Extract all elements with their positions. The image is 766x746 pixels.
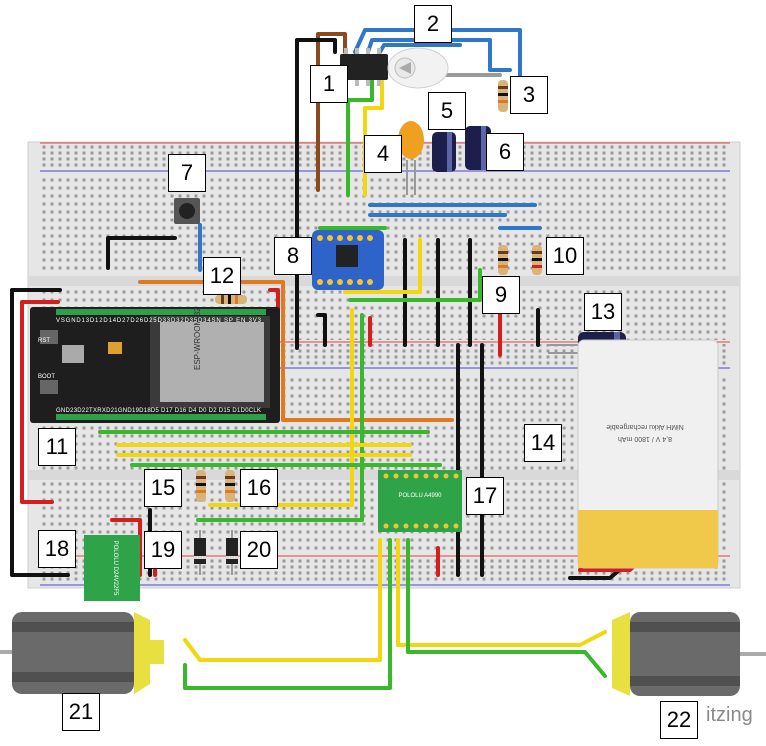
wire-green	[406, 538, 607, 678]
callout-6: 6	[486, 133, 524, 171]
wire-yellow	[183, 538, 382, 662]
wire-green	[348, 268, 482, 302]
battery-label-line1: NiMH Akku rechargeable	[606, 423, 684, 430]
wire-yellow	[396, 538, 607, 647]
capacitor-component-5	[432, 132, 456, 172]
resistor-component-10	[532, 245, 542, 275]
wire-black	[316, 313, 327, 347]
motor-driver-label: POLOLU A4990	[398, 493, 442, 499]
callout-8: 8	[274, 237, 312, 275]
callout-10: 10	[546, 237, 584, 275]
diode-component-19	[194, 530, 206, 575]
ic-chip-component-1	[340, 48, 388, 86]
esp32-pins-bottom-label: GND23D22TXRXD21GND19D18D5 D17 D16 D4 D0 …	[56, 408, 261, 414]
callout-4: 4	[364, 135, 402, 173]
esp32-module-label: ESP-WROOM-32	[193, 307, 202, 370]
callout-19: 19	[144, 531, 182, 569]
callout-21: 21	[62, 693, 100, 731]
wire-blue	[378, 43, 462, 54]
callout-13: 13	[584, 293, 622, 331]
esp32-board-component-11	[30, 307, 280, 423]
sensor-board-component-8	[312, 230, 384, 290]
motor-driver-component-17	[378, 470, 462, 532]
wire-red	[20, 300, 60, 504]
resistor-component-12	[215, 295, 247, 304]
wire-blue	[366, 38, 512, 72]
esp32-boot-label: BOOT	[38, 374, 55, 380]
callout-14: 14	[524, 424, 562, 462]
callout-18: 18	[38, 530, 76, 568]
dc-motor-component-22	[612, 612, 766, 696]
battery-component-14	[577, 339, 719, 569]
callout-2: 2	[414, 5, 452, 43]
callout-11: 11	[38, 428, 76, 466]
esp32-rst-label: RST	[38, 338, 50, 344]
regulator-component-18	[84, 535, 140, 601]
capacitor-component-4	[398, 121, 424, 195]
callout-17: 17	[466, 477, 504, 515]
callout-3: 3	[510, 76, 548, 114]
callout-20: 20	[240, 531, 278, 569]
esp32-pins-top-label: VSGND13D12D14D27D26D25D33D32D35D34SN SP …	[56, 318, 262, 324]
callout-5: 5	[428, 92, 466, 130]
resistor-component-9	[498, 245, 508, 275]
wire-green	[346, 78, 374, 197]
battery-label-line2: 8,4 V / 1800 mAh	[618, 435, 672, 442]
callout-12: 12	[203, 257, 241, 295]
callout-16: 16	[240, 469, 278, 507]
resistor-component-15	[196, 470, 206, 502]
fritzing-watermark: itzing	[706, 704, 753, 726]
resistor-component-16	[225, 470, 235, 502]
wire-black	[10, 288, 70, 577]
wire-yellow	[343, 238, 422, 294]
wire-green	[196, 313, 364, 522]
wire-black	[106, 236, 177, 270]
push-button-component-7	[174, 198, 200, 224]
callout-22: 22	[660, 701, 698, 739]
resistor-component-3	[498, 80, 508, 112]
wire-brown	[316, 32, 347, 192]
callout-7: 7	[168, 154, 206, 192]
dc-motor-component-21	[0, 612, 164, 694]
callout-1: 1	[310, 65, 348, 103]
callout-9: 9	[482, 276, 520, 314]
capacitor-component-6	[465, 126, 491, 170]
diode-component-20	[226, 530, 238, 575]
wire-black	[295, 38, 337, 350]
led-component-2	[387, 47, 449, 89]
wire-green	[183, 538, 392, 690]
regulator-label: POLOLU D24V22F5	[112, 541, 118, 596]
callout-15: 15	[144, 469, 182, 507]
